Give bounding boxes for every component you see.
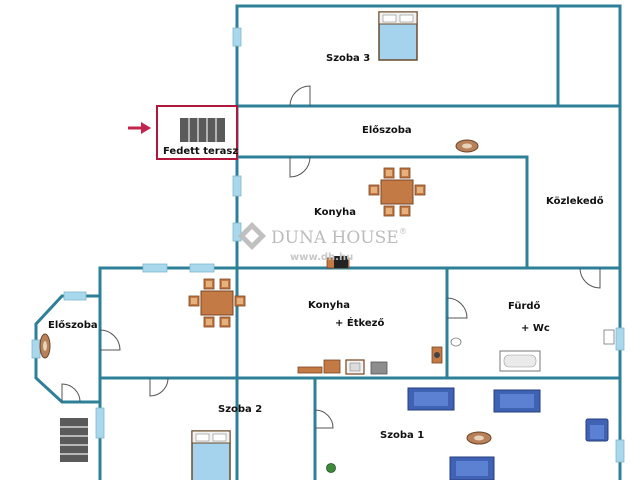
room-label-konyha-main: Konyha: [308, 300, 350, 311]
rug-icon: [466, 431, 492, 445]
windows: [31, 27, 625, 463]
room-label-szoba3: Szoba 3: [326, 53, 370, 64]
room-label-wc: + Wc: [521, 323, 550, 334]
entrance-arrow-icon: [128, 122, 151, 134]
room-label-eloszoba-left: Előszoba: [48, 319, 98, 331]
watermark-registered: ®: [399, 227, 407, 236]
rug-icon: [455, 139, 479, 153]
covered-terrace: [156, 105, 238, 160]
dining-table-icon: [188, 278, 246, 328]
bathtub-icon: [499, 350, 541, 372]
rug-icon: [39, 333, 51, 359]
room-label-kozlekedo: Közlekedő: [546, 195, 604, 207]
sink-icon: [603, 329, 615, 345]
bed-icon: [378, 11, 418, 61]
room-label-szoba2: Szoba 2: [218, 404, 262, 415]
sofa-icon: [407, 387, 455, 411]
dining-table-icon: [368, 167, 426, 217]
toilet-icon: [450, 337, 462, 347]
armchair-icon: [585, 418, 609, 442]
room-label-fedett-terasz: Fedett terasz: [163, 146, 238, 157]
sofa-icon: [493, 389, 541, 413]
watermark-brand: DUNA HOUSE: [271, 228, 399, 248]
plant-icon: [326, 463, 336, 473]
watermark: DUNA HOUSE ® www.dh.hu: [238, 222, 407, 263]
bed-icon: [191, 430, 231, 480]
stairs-icon: [60, 418, 88, 462]
doors: [61, 85, 601, 429]
watermark-url: www.dh.hu: [290, 252, 353, 263]
room-label-etkezo: + Étkező: [335, 316, 384, 329]
stove-icon: [334, 256, 348, 268]
room-label-szoba1: Szoba 1: [380, 430, 424, 441]
room-label-eloszoba-top: Előszoba: [362, 124, 412, 136]
kitchen-counter: [297, 257, 443, 375]
duna-house-logo-icon: [238, 222, 266, 250]
room-label-furdo: Fürdő: [508, 300, 541, 312]
sofa-icon: [449, 456, 495, 480]
room-labels: Szoba 3 Előszoba Fedett terasz Konyha Kö…: [48, 53, 604, 441]
room-label-konyha-top: Konyha: [314, 207, 356, 218]
terrace-stairs-icon: [180, 118, 225, 142]
